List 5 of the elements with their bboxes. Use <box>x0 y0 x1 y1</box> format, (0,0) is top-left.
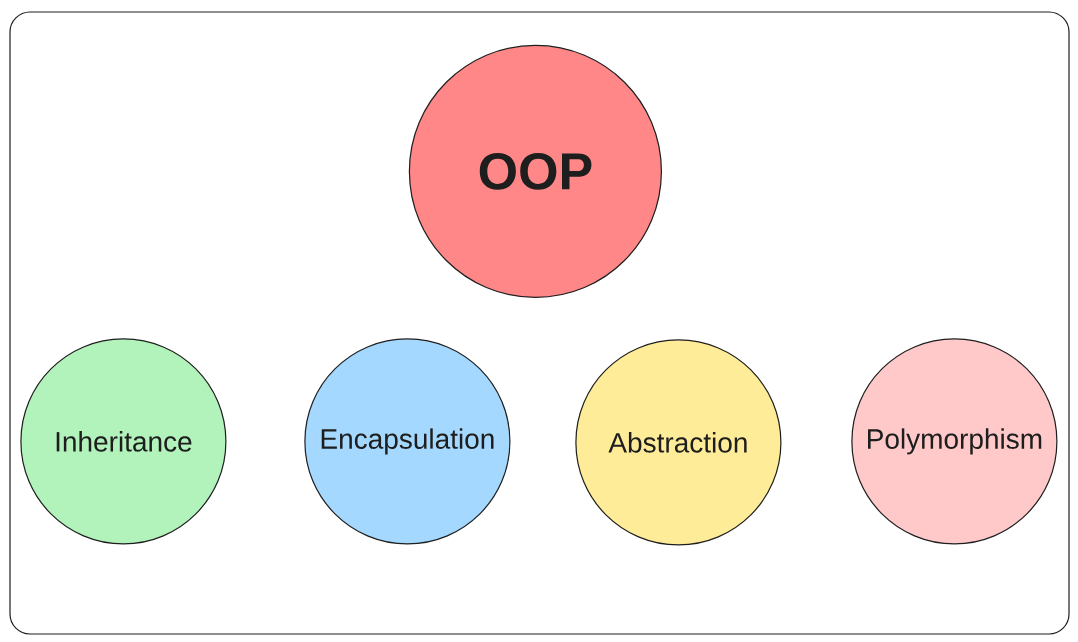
circle-node: Inheritance <box>20 338 227 545</box>
circle-node: Encapsulation <box>304 338 511 545</box>
circle-node: Polymorphism <box>851 338 1058 545</box>
circle-node: OOP <box>408 44 662 298</box>
circle-node: Abstraction <box>575 339 782 546</box>
